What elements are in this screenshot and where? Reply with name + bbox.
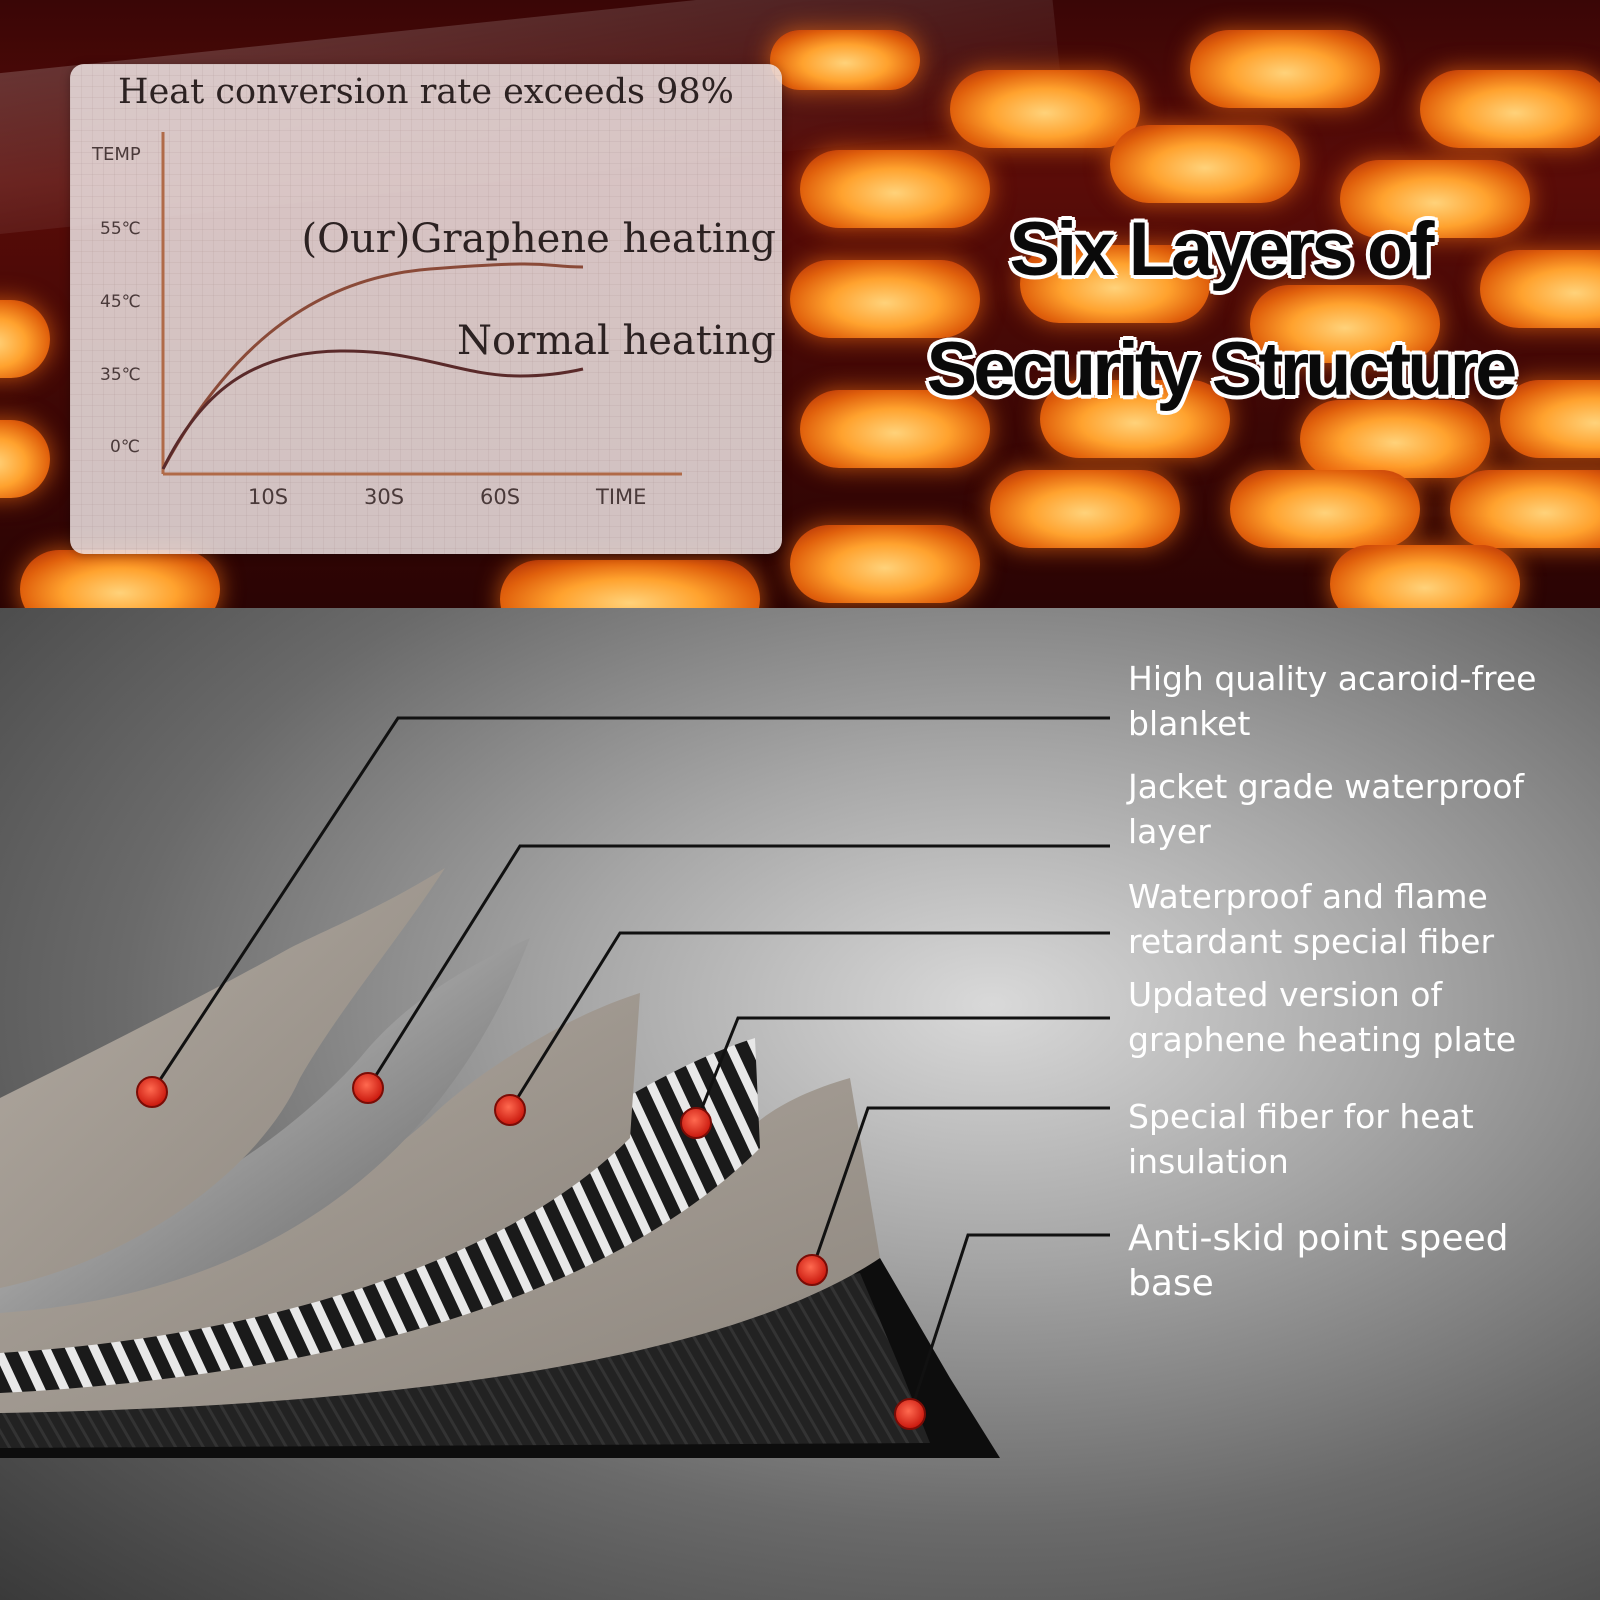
- x-tick-label: 60S: [480, 485, 520, 509]
- layer-label-line: Jacket grade waterproof: [1128, 767, 1525, 806]
- layer-label-flame-fiber: Waterproof and flame retardant special f…: [1128, 874, 1588, 964]
- layer-label-line: layer: [1128, 812, 1211, 851]
- layer-blanket: [0, 868, 445, 1288]
- y-tick-label: 0℃: [110, 437, 140, 457]
- series-label-graphene: (Our)Graphene heating: [301, 216, 776, 262]
- glow-cell: [790, 260, 980, 338]
- layer-label-blanket: High quality acaroid-free blanket: [1128, 656, 1588, 746]
- glow-cell: [1110, 125, 1300, 203]
- layer-label-line: retardant special fiber: [1128, 922, 1495, 961]
- glow-cell: [1020, 245, 1210, 323]
- glow-cell: [0, 300, 50, 378]
- series-line-graphene: [161, 262, 584, 470]
- glow-cell: [1330, 545, 1520, 608]
- glow-cell: [1420, 70, 1600, 148]
- x-tick-label: 30S: [364, 485, 404, 509]
- glow-cell: [800, 150, 990, 228]
- series-line-normal: [161, 349, 584, 470]
- headline: Six Layers of Security Structure: [880, 190, 1560, 430]
- layer-marker: [136, 1076, 168, 1108]
- glow-cell: [950, 70, 1140, 148]
- glow-cell: [790, 525, 980, 603]
- glow-cell: [1040, 380, 1230, 458]
- glow-cell: [770, 30, 920, 90]
- series-label-normal: Normal heating: [457, 318, 776, 364]
- glow-cell: [1190, 30, 1380, 108]
- y-tick-label: 55℃: [100, 219, 141, 239]
- glow-cell: [1230, 470, 1420, 548]
- layer-label-insulation: Special fiber for heat insulation: [1128, 1094, 1588, 1184]
- layer-label-line: insulation: [1128, 1142, 1289, 1181]
- heat-comparison-chart: Heat conversion rate exceeds 98% TEMP 55…: [70, 64, 782, 554]
- y-axis-label: TEMP: [91, 144, 141, 165]
- layer-flame-fiber: [0, 993, 640, 1353]
- glow-cell: [1500, 380, 1600, 458]
- leader-line: [508, 931, 1110, 1111]
- leader-line: [908, 1233, 1110, 1415]
- y-tick-label: 35℃: [100, 365, 141, 385]
- y-tick-label: 45℃: [100, 292, 141, 312]
- glow-cell: [20, 550, 220, 608]
- layer-label-line: High quality acaroid-free: [1128, 659, 1537, 698]
- x-tick-label: 10S: [248, 485, 288, 509]
- headline-line-1: Six Layers of: [1009, 207, 1434, 292]
- layer-label-line: Anti-skid point speed: [1128, 1218, 1509, 1259]
- glow-cell: [1250, 285, 1440, 363]
- layers-diagram-panel: High quality acaroid-free blanket Jacket…: [0, 608, 1600, 1600]
- chart-plot: TEMP 55℃ 45℃ 35℃ 0℃ 10S 30S 60S TIME (Ou…: [91, 132, 776, 509]
- layer-insulation: [0, 1078, 880, 1413]
- glow-cell: [0, 420, 50, 498]
- layer-label-base: Anti-skid point speed base: [1128, 1216, 1588, 1306]
- layer-label-line: Updated version of: [1128, 975, 1443, 1014]
- leader-line: [150, 716, 1110, 1093]
- layer-marker: [494, 1094, 526, 1126]
- layer-label-line: graphene heating plate: [1128, 1020, 1517, 1059]
- leader-line: [810, 1106, 1110, 1271]
- layer-label-line: base: [1128, 1263, 1214, 1304]
- layer-marker: [894, 1398, 926, 1430]
- glow-cell: [500, 560, 760, 608]
- layer-label-heating-plate: Updated version of graphene heating plat…: [1128, 972, 1588, 1062]
- headline-line-2: Security Structure: [926, 327, 1518, 412]
- glow-cell: [1480, 250, 1600, 328]
- glow-cell: [1300, 400, 1490, 478]
- glow-cell: [800, 390, 990, 468]
- glow-cell: [1340, 160, 1530, 238]
- leader-line: [366, 844, 1110, 1089]
- layer-marker: [796, 1254, 828, 1286]
- layer-label-line: Waterproof and flame: [1128, 877, 1488, 916]
- leader-line: [694, 1016, 1110, 1124]
- layer-waterproof: [0, 938, 530, 1313]
- glow-cell: [1450, 470, 1600, 548]
- layer-label-waterproof: Jacket grade waterproof layer: [1128, 764, 1588, 854]
- layers-illustration: [0, 716, 1110, 1458]
- x-axis-label: TIME: [595, 485, 646, 509]
- layer-marker: [352, 1072, 384, 1104]
- layer-marker: [680, 1107, 712, 1139]
- chart-title: Heat conversion rate exceeds 98%: [118, 72, 734, 112]
- layer-label-line: Special fiber for heat: [1128, 1097, 1474, 1136]
- glow-cell: [990, 470, 1180, 548]
- heat-background-panel: Heat conversion rate exceeds 98% TEMP 55…: [0, 0, 1600, 608]
- layer-label-line: blanket: [1128, 704, 1251, 743]
